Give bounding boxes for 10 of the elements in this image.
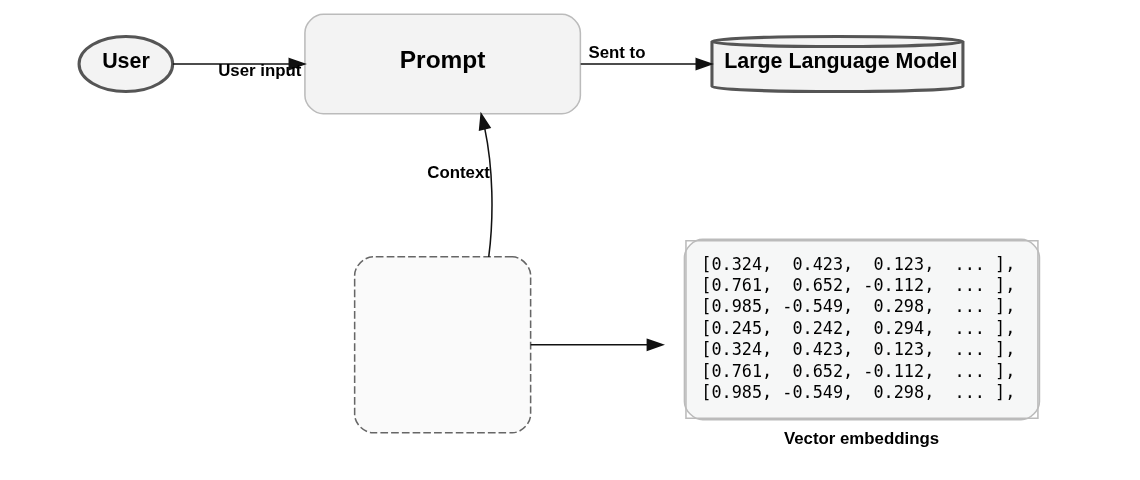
- node-ellipse: User: [77, 34, 175, 94]
- arrow: [529, 338, 665, 352]
- node-box: [353, 256, 532, 434]
- edge-label: User input: [218, 60, 302, 80]
- arrow: [478, 111, 493, 258]
- node-label: Vector embeddings: [783, 428, 940, 448]
- edge-label: Sent to: [588, 42, 646, 62]
- arrow: [579, 57, 714, 71]
- edge-label: Context: [427, 163, 490, 183]
- node-box: Prompt: [304, 13, 582, 115]
